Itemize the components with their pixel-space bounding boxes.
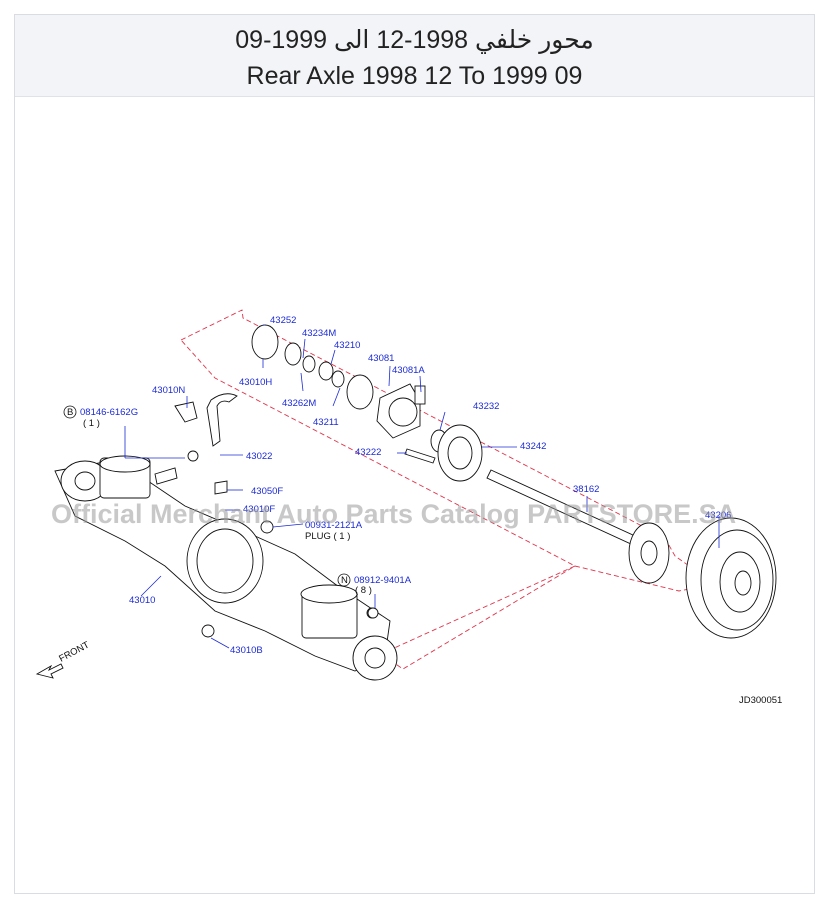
label-43211[interactable]: 43211 <box>313 417 339 428</box>
explode-outline <box>180 309 717 670</box>
label-08146-6162g[interactable]: 08146-6162G <box>80 407 138 418</box>
label-43206[interactable]: 43206 <box>705 510 731 521</box>
brake-drum-43206 <box>685 517 777 639</box>
catalog-frame: محور خلفي 1998-12 الى 1999-09 Rear Axle … <box>14 14 815 894</box>
front-label: FRONT <box>57 639 91 664</box>
page-header: محور خلفي 1998-12 الى 1999-09 Rear Axle … <box>15 15 814 97</box>
title-arabic: محور خلفي 1998-12 الى 1999-09 <box>235 26 594 54</box>
axle-diagram-svg: 43252 43234M 43210 43081 43081A 43010H 4… <box>35 309 782 706</box>
bolt-43081a <box>414 385 426 405</box>
badge-n <box>337 573 351 587</box>
label-43234m[interactable]: 43234M <box>302 328 336 339</box>
parts-diagram: 43252 43234M 43210 43081 43081A 43010H 4… <box>15 96 814 893</box>
bolt-08146 <box>187 450 199 462</box>
stud-43222 <box>404 448 436 464</box>
label-43050f[interactable]: 43050F <box>251 486 283 497</box>
connector-43050f <box>214 480 228 495</box>
badge-b-letter: B <box>67 407 73 418</box>
axle-housing <box>54 455 398 681</box>
label-43010f[interactable]: 43010F <box>243 504 275 515</box>
label-43010b[interactable]: 43010B <box>230 645 263 656</box>
spacer-43211 <box>331 370 345 388</box>
label-43010[interactable]: 43010 <box>129 595 155 606</box>
badge-n-letter: N <box>341 575 348 586</box>
label-08146-qty: ( 1 ) <box>83 418 100 429</box>
front-arrow-icon <box>35 663 64 679</box>
label-08912-qty: ( 8 ) <box>355 585 372 596</box>
label-43210[interactable]: 43210 <box>334 340 360 351</box>
diagram-code: JD300051 <box>739 695 782 706</box>
label-43081[interactable]: 43081 <box>368 353 394 364</box>
title-english: Rear Axle 1998 12 To 1999 09 <box>246 62 583 90</box>
label-43232[interactable]: 43232 <box>473 401 499 412</box>
label-plug-qty: PLUG ( 1 ) <box>305 531 350 542</box>
badge-b <box>63 405 77 419</box>
label-43242[interactable]: 43242 <box>520 441 546 452</box>
nut-08912 <box>367 607 379 619</box>
bearing-43081 <box>346 374 374 410</box>
oring-43252 <box>251 324 279 360</box>
watermark: Official Merchant Auto Parts Catalog PAR… <box>51 499 736 529</box>
label-43010h[interactable]: 43010H <box>239 377 272 388</box>
label-43022[interactable]: 43022 <box>246 451 272 462</box>
seal-43234m <box>284 342 302 366</box>
label-08912-9401a[interactable]: 08912-9401A <box>354 575 412 586</box>
label-00931-2121a[interactable]: 00931-2121A <box>305 520 363 531</box>
label-38162[interactable]: 38162 <box>573 484 599 495</box>
label-43081a[interactable]: 43081A <box>392 365 425 376</box>
label-43262m[interactable]: 43262M <box>282 398 316 409</box>
hose-clamp <box>174 401 198 423</box>
washer-43210 <box>318 361 334 381</box>
label-43252[interactable]: 43252 <box>270 315 296 326</box>
label-43010n[interactable]: 43010N <box>152 385 185 396</box>
breather-hose <box>206 393 238 447</box>
label-43222[interactable]: 43222 <box>355 447 381 458</box>
nut-43262m <box>302 355 316 373</box>
